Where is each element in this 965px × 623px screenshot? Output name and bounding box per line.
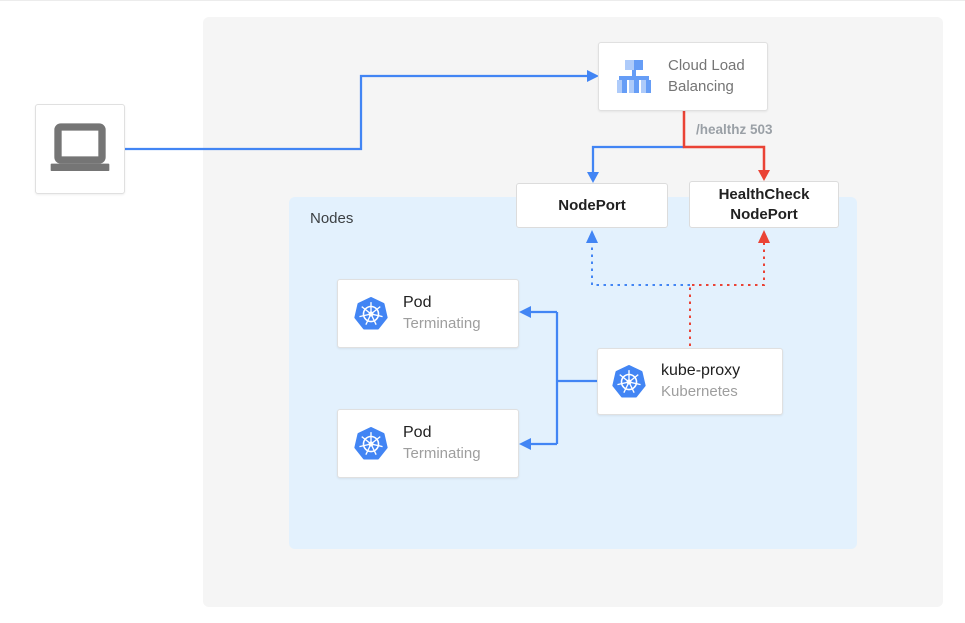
kubeproxy-to-healthcheck-dotted (689, 243, 765, 346)
pod-title: Pod (403, 424, 432, 442)
nodes-group-label: Nodes (310, 210, 354, 227)
clb-to-healthcheck-arrow (682, 111, 766, 171)
cloud-load-balancing-label: Cloud Load Balancing (668, 57, 745, 95)
pod-node-2: Pod Terminating (337, 409, 519, 478)
nodeport-node: NodePort (516, 183, 668, 228)
pod-status: Terminating (403, 445, 481, 463)
kubernetes-icon (352, 295, 390, 333)
kube-proxy-text: kube-proxy Kubernetes (661, 361, 740, 401)
kube-proxy-node: kube-proxy Kubernetes (597, 348, 783, 415)
kube-proxy-title: kube-proxy (661, 362, 741, 380)
load-balancer-icon (612, 55, 656, 99)
healthcheck-nodeport-node: HealthCheck NodePort (689, 181, 839, 228)
clb-to-healthcheck-arrowhead (758, 170, 770, 181)
laptop-icon (47, 121, 113, 177)
client-to-clb-arrow (125, 74, 588, 151)
kubeproxy-to-nodeport-dotted (591, 243, 690, 286)
client-node (35, 104, 125, 194)
pod-text: Pod Terminating (403, 423, 481, 463)
clb-to-nodeport-arrow (591, 145, 684, 173)
pod-node-1: Pod Terminating (337, 279, 519, 348)
clb-to-nodeport-arrowhead (587, 172, 599, 183)
healthcheck-nodeport-label: HealthCheck NodePort (718, 186, 810, 223)
nodeport-label: NodePort (558, 196, 626, 214)
cloud-load-balancing-node: Cloud Load Balancing (598, 42, 768, 111)
kube-proxy-subtitle: Kubernetes (661, 383, 738, 401)
pod-title: Pod (403, 294, 432, 312)
pod-status: Terminating (403, 315, 481, 333)
kubeproxy-to-pod1-arrowhead (519, 306, 531, 318)
healthz-status-label: /healthz 503 (696, 122, 773, 137)
kubeproxy-to-pod2-arrowhead (519, 438, 531, 450)
kubeproxy-to-pods-arrows (531, 310, 597, 446)
kubernetes-icon (352, 425, 390, 463)
client-to-clb-arrowhead (587, 70, 599, 82)
kubeproxy-to-nodeport-arrowhead (586, 230, 598, 243)
kubernetes-icon (610, 363, 648, 401)
kubeproxy-to-healthcheck-arrowhead (758, 230, 770, 243)
pod-text: Pod Terminating (403, 293, 481, 333)
